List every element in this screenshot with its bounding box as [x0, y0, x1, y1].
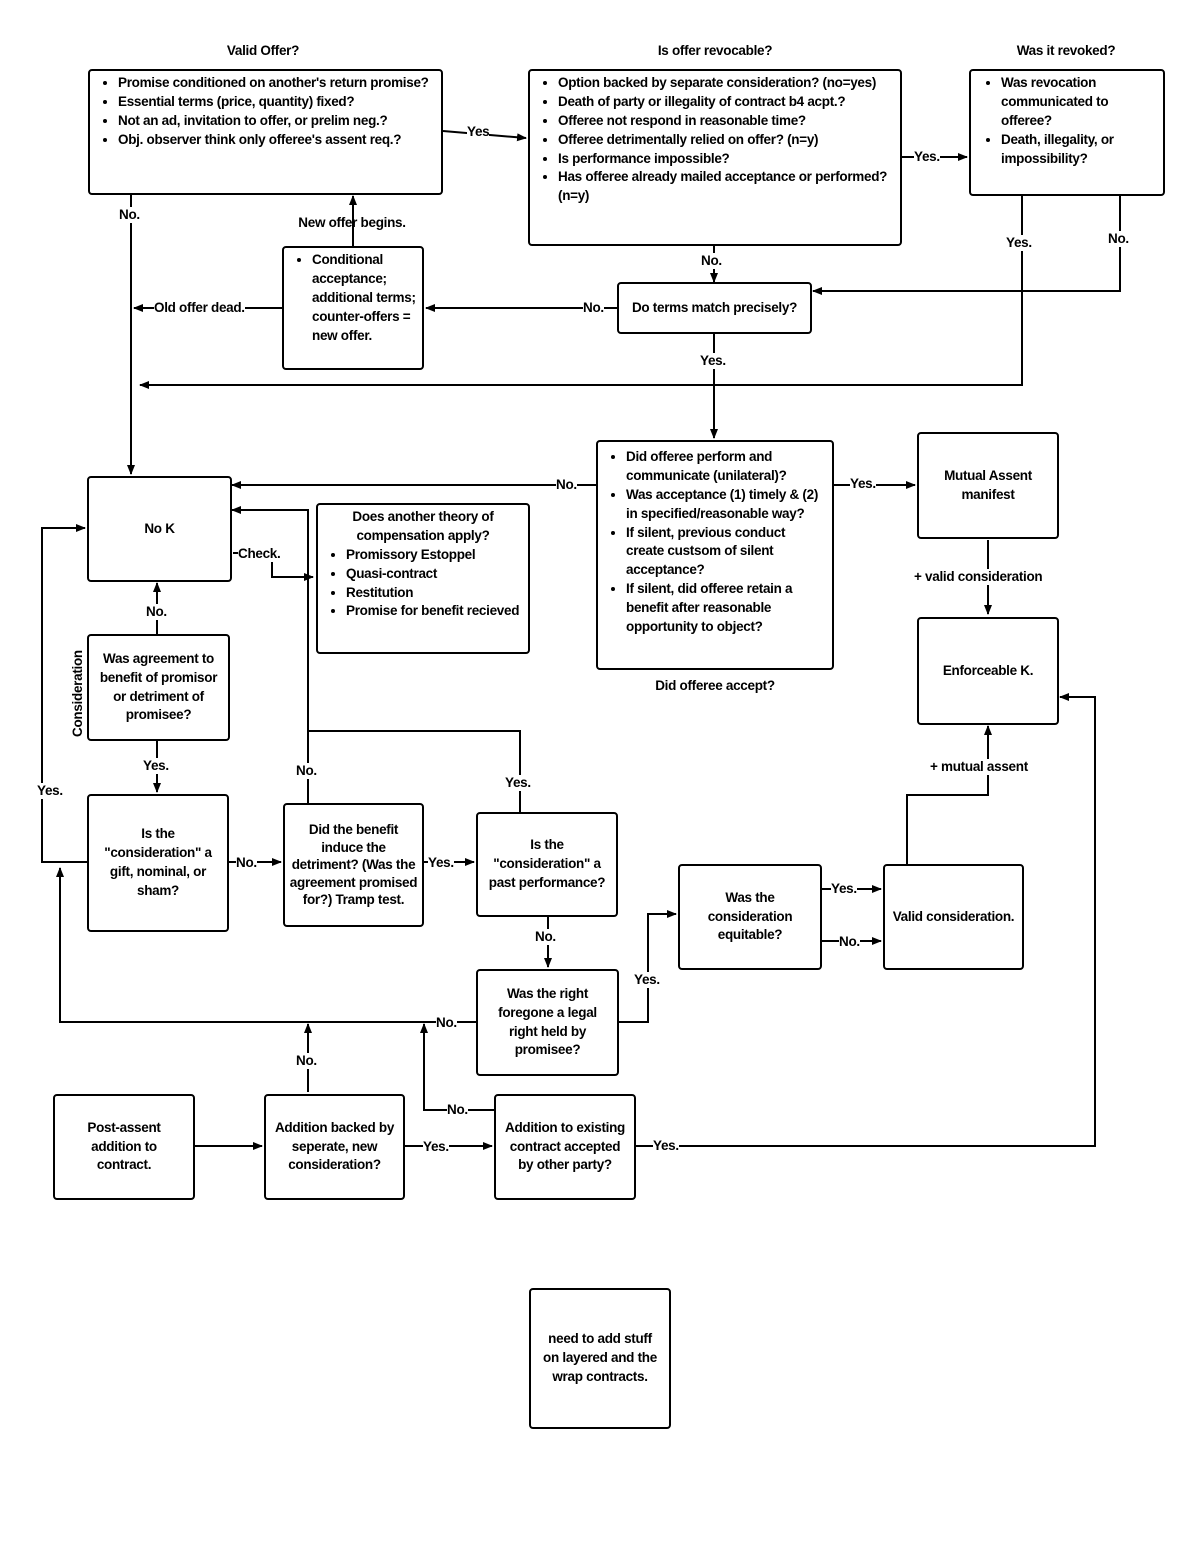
revocable-item: Offeree detrimentally relied on offer? (… [558, 131, 894, 150]
other-theory-item: Restitution [346, 584, 522, 603]
label-new-offer: New offer begins. [298, 215, 406, 230]
label-plus-mutual-assent: + mutual assent [930, 759, 1028, 775]
other-theory-heading: Does another theory of compensation appl… [352, 509, 494, 543]
label-past-no: No. [535, 929, 556, 945]
accept-item: Was acceptance (1) timely & (2) in speci… [626, 486, 826, 524]
arrow-legal-no [56, 867, 476, 1023]
revocable-item: Has offeree already mailed acceptance or… [558, 168, 894, 206]
revocable-item: Offeree not respond in reasonable time? [558, 112, 894, 131]
box-induce: Did the benefit induce the detriment? (W… [283, 803, 424, 927]
box-valid-offer: Promise conditioned on another's return … [88, 69, 443, 195]
other-theory-item: Promise for benefit recieved [346, 602, 522, 621]
box-did-accept: Did offeree perform and communicate (uni… [596, 440, 834, 670]
box-no-k: No K [87, 476, 232, 582]
box-valid-consideration: Valid consideration. [883, 864, 1024, 970]
label-agreement-yes: Yes. [143, 758, 169, 774]
box-equitable: Was the consideration equitable? [678, 864, 822, 970]
label-backed-yes: Yes. [423, 1139, 449, 1155]
header-valid-offer: Valid Offer? [226, 43, 300, 58]
label-legal-yes: Yes. [634, 972, 660, 988]
label-past-yes: Yes. [505, 775, 531, 791]
label-gift-yes: Yes. [37, 783, 63, 799]
valid-offer-item: Promise conditioned on another's return … [118, 74, 435, 93]
arrow-accepted-no [420, 1023, 494, 1111]
label-accept-no: No. [556, 477, 577, 493]
revocable-item: Is performance impossible? [558, 150, 894, 169]
label-offer-no: No. [119, 207, 140, 223]
label-terms-yes: Yes. [700, 353, 726, 369]
box-addition-backed: Addition backed by seperate, new conside… [264, 1094, 405, 1200]
label-accepted-no: No. [447, 1102, 468, 1118]
accept-item: Did offeree perform and communicate (uni… [626, 448, 826, 486]
label-revoked-no: No. [1108, 231, 1129, 247]
box-agreement-benefit: Was agreement to benefit of promisor or … [87, 634, 230, 741]
label-terms-no: No. [583, 300, 604, 316]
label-revocable-no: No. [701, 253, 722, 269]
label-revoked-yes: Yes. [1006, 235, 1032, 251]
box-other-theory: Does another theory of compensation appl… [316, 503, 530, 654]
revoked-item: Death, illegality, or impossibility? [1001, 131, 1155, 169]
box-legal-right: Was the right foregone a legal right hel… [476, 969, 619, 1076]
accept-item: If silent, did offeree retain a benefit … [626, 580, 826, 637]
box-gift: Is the "consideration" a gift, nominal, … [87, 794, 229, 932]
label-accepted-yes: Yes. [653, 1138, 679, 1154]
conditional-item: Conditional acceptance; additional terms… [312, 251, 416, 345]
header-consideration: Consideration [70, 650, 85, 737]
arrow-past-yes [308, 730, 521, 812]
label-check: Check. [238, 546, 281, 562]
label-plus-valid-consideration: + valid consideration [914, 569, 1043, 585]
label-accept-yes: Yes. [850, 476, 876, 492]
box-terms-match: Do terms match precisely? [617, 282, 812, 334]
label-equitable-yes: Yes. [831, 881, 857, 897]
arrow-valid-to-enforceable [906, 725, 992, 864]
box-post-assent: Post-assent addition to contract. [53, 1094, 195, 1200]
arrow-accepted-yes [636, 693, 1096, 1147]
header-did-accept: Did offeree accept? [655, 678, 775, 693]
box-addition-accepted: Addition to existing contract accepted b… [494, 1094, 636, 1200]
box-mutual-assent: Mutual Assent manifest [917, 432, 1059, 539]
box-conditional-acceptance: Conditional acceptance; additional terms… [282, 246, 424, 370]
arrow-legal-yes [619, 910, 677, 1023]
valid-offer-item: Obj. observer think only offeree's assen… [118, 131, 435, 150]
line-revoked-no [812, 196, 1121, 295]
box-enforceable: Enforceable K. [917, 617, 1059, 725]
label-induce-yes: Yes. [428, 855, 454, 871]
box-revocable: Option backed by separate consideration?… [528, 69, 902, 246]
label-gift-no: No. [236, 855, 257, 871]
label-backed-no: No. [296, 1053, 317, 1069]
box-past-performance: Is the "consideration" a past performanc… [476, 812, 618, 917]
line-revoked-yes [139, 196, 1023, 389]
label-legal-no: No. [436, 1015, 457, 1031]
box-revoked: Was revocation communicated to offeree? … [969, 69, 1165, 196]
label-induce-no: No. [296, 763, 317, 779]
accept-item: If silent, previous conduct create custs… [626, 524, 826, 581]
label-revocable-yes: Yes. [914, 149, 940, 165]
revoked-item: Was revocation communicated to offeree? [1001, 74, 1155, 131]
arrow-gift-yes [41, 524, 87, 863]
arrow-induce-no [231, 506, 309, 803]
header-revoked: Was it revoked? [1016, 43, 1116, 58]
other-theory-item: Promissory Estoppel [346, 546, 522, 565]
label-agreement-no: No. [146, 604, 167, 620]
revocable-item: Option backed by separate consideration?… [558, 74, 894, 93]
valid-offer-item: Essential terms (price, quantity) fixed? [118, 93, 435, 112]
box-note: need to add stuff on layered and the wra… [529, 1288, 671, 1429]
label-equitable-no: No. [839, 934, 860, 950]
header-revocable: Is offer revocable? [657, 43, 773, 58]
revocable-item: Death of party or illegality of contract… [558, 93, 894, 112]
label-old-offer-dead: Old offer dead. [154, 300, 245, 316]
other-theory-item: Quasi-contract [346, 565, 522, 584]
valid-offer-item: Not an ad, invitation to offer, or preli… [118, 112, 435, 131]
label-offer-yes: Yes [467, 124, 490, 140]
